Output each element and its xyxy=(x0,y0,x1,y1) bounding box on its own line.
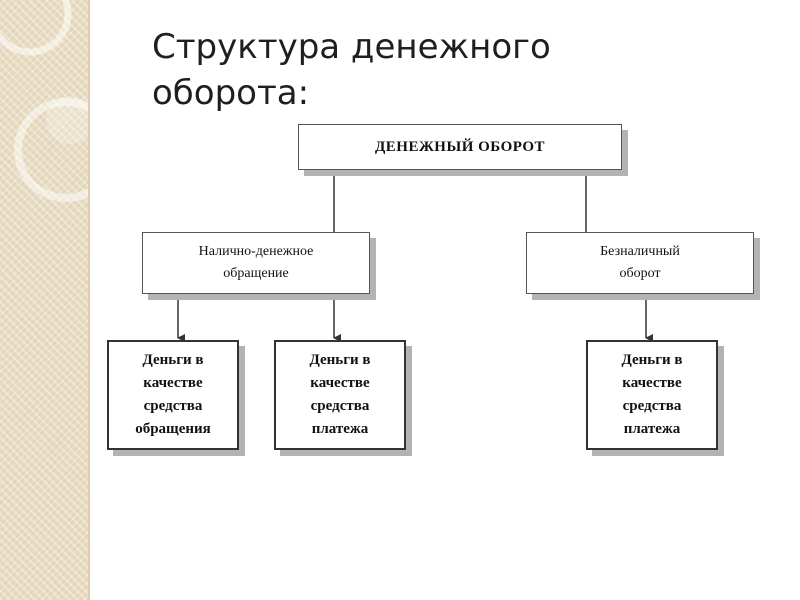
node-noncash-turnover: Безналичный оборот xyxy=(526,232,754,294)
page-title: Структура денежного оборота: xyxy=(152,27,551,113)
node-money-means-of-circulation-label: Деньги в качестве средства обращения xyxy=(135,352,211,437)
node-money-means-of-payment-cash-label: Деньги в качестве средства платежа xyxy=(309,352,371,437)
decorative-circles xyxy=(0,0,88,202)
node-money-turnover-label: ДЕНЕЖНЫЙ ОБОРОТ xyxy=(374,138,546,155)
node-money-means-of-payment-cash: Деньги в качестве средства платежа xyxy=(274,340,406,450)
decorative-side-strip xyxy=(0,0,90,600)
node-cash-circulation-label: Налично-денежное обращение xyxy=(198,244,314,281)
node-money-means-of-circulation: Деньги в качестве средства обращения xyxy=(107,340,239,450)
node-money-means-of-payment-noncash: Деньги в качестве средства платежа xyxy=(586,340,718,450)
node-noncash-turnover-label: Безналичный оборот xyxy=(600,244,680,281)
node-cash-circulation: Налично-денежное обращение xyxy=(142,232,370,294)
node-money-means-of-payment-noncash-label: Деньги в качестве средства платежа xyxy=(621,352,683,437)
node-money-turnover: ДЕНЕЖНЫЙ ОБОРОТ xyxy=(298,124,622,170)
